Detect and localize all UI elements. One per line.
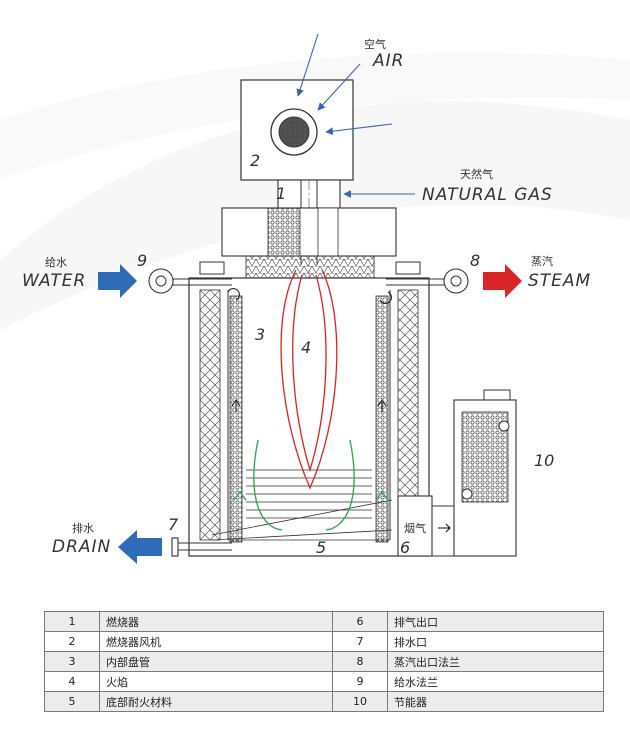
callout-9: 9 bbox=[137, 251, 147, 270]
legend-no: 6 bbox=[332, 611, 388, 632]
legend-no: 1 bbox=[44, 611, 100, 632]
legend-row: 4 火焰 9 给水法兰 bbox=[44, 671, 604, 692]
callout-7: 7 bbox=[168, 515, 179, 534]
legend-no: 5 bbox=[44, 691, 100, 712]
callout-8: 8 bbox=[470, 251, 480, 270]
flue-zh-label: 烟气 bbox=[404, 521, 426, 535]
air-arrows bbox=[296, 33, 393, 135]
water-flange bbox=[148, 268, 232, 294]
legend-no: 10 bbox=[332, 691, 388, 712]
drain-en-label: DRAIN bbox=[52, 537, 111, 557]
callout-1: 1 bbox=[276, 184, 286, 203]
legend-name: 排水口 bbox=[387, 631, 604, 652]
legend-no: 3 bbox=[44, 651, 100, 672]
flame bbox=[233, 269, 389, 531]
economizer bbox=[453, 389, 517, 557]
callout-10: 10 bbox=[534, 451, 554, 470]
steam-zh-label: 蒸汽 bbox=[531, 254, 553, 268]
legend-no: 8 bbox=[332, 651, 388, 672]
legend-name: 内部盘管 bbox=[99, 651, 333, 672]
legend-no: 9 bbox=[332, 671, 388, 692]
inner-coil bbox=[211, 295, 393, 543]
boiler-diagram: 空气 AIR 天然气 NATURAL GAS 给水 WATER 蒸汽 STEAM… bbox=[22, 33, 591, 564]
legend-row: 2 燃烧器风机 7 排水口 bbox=[44, 631, 604, 652]
legend-name: 火焰 bbox=[99, 671, 333, 692]
water-zh-label: 给水 bbox=[45, 256, 67, 269]
drain-pipe bbox=[171, 537, 232, 557]
legend-no: 2 bbox=[44, 631, 100, 652]
legend-name: 节能器 bbox=[387, 691, 604, 712]
legend-row: 5 底部耐火材料 10 节能器 bbox=[44, 691, 604, 712]
water-arrow bbox=[98, 264, 137, 298]
boiler-top bbox=[199, 207, 421, 279]
legend-no: 7 bbox=[332, 631, 388, 652]
boiler-shell bbox=[188, 277, 430, 557]
legend-name: 蒸汽出口法兰 bbox=[387, 651, 604, 672]
drain-arrow bbox=[118, 530, 162, 564]
callout-4: 4 bbox=[301, 338, 311, 357]
parts-legend: 1 燃烧器 6 排气出口 2 燃烧器风机 7 排水口 3 内部盘管 8 蒸汽出口… bbox=[44, 611, 604, 712]
air-zh-label: 空气 bbox=[364, 37, 386, 51]
legend-row: 3 内部盘管 8 蒸汽出口法兰 bbox=[44, 651, 604, 672]
legend-name: 给水法兰 bbox=[387, 671, 604, 692]
legend-name: 燃烧器 bbox=[99, 611, 333, 632]
legend-name: 排气出口 bbox=[387, 611, 604, 632]
legend-name: 底部耐火材料 bbox=[99, 691, 333, 712]
legend-name: 燃烧器风机 bbox=[99, 631, 333, 652]
steam-en-label: STEAM bbox=[528, 271, 591, 291]
air-en-label: AIR bbox=[372, 51, 404, 71]
legend-no: 4 bbox=[44, 671, 100, 692]
water-en-label: WATER bbox=[22, 271, 86, 291]
callout-5: 5 bbox=[316, 538, 326, 557]
callout-3: 3 bbox=[255, 325, 265, 344]
gas-zh-label: 天然气 bbox=[460, 167, 493, 181]
callout-2: 2 bbox=[250, 151, 260, 170]
drain-zh-label: 排水 bbox=[72, 521, 94, 535]
coil-flow-arrows bbox=[227, 288, 392, 412]
steam-arrow bbox=[483, 264, 522, 298]
legend-row: 1 燃烧器 6 排气出口 bbox=[44, 611, 604, 632]
steam-flange bbox=[386, 268, 469, 294]
gas-en-label: NATURAL GAS bbox=[422, 185, 553, 205]
callout-6: 6 bbox=[400, 538, 410, 557]
flue-outlet bbox=[397, 495, 454, 557]
